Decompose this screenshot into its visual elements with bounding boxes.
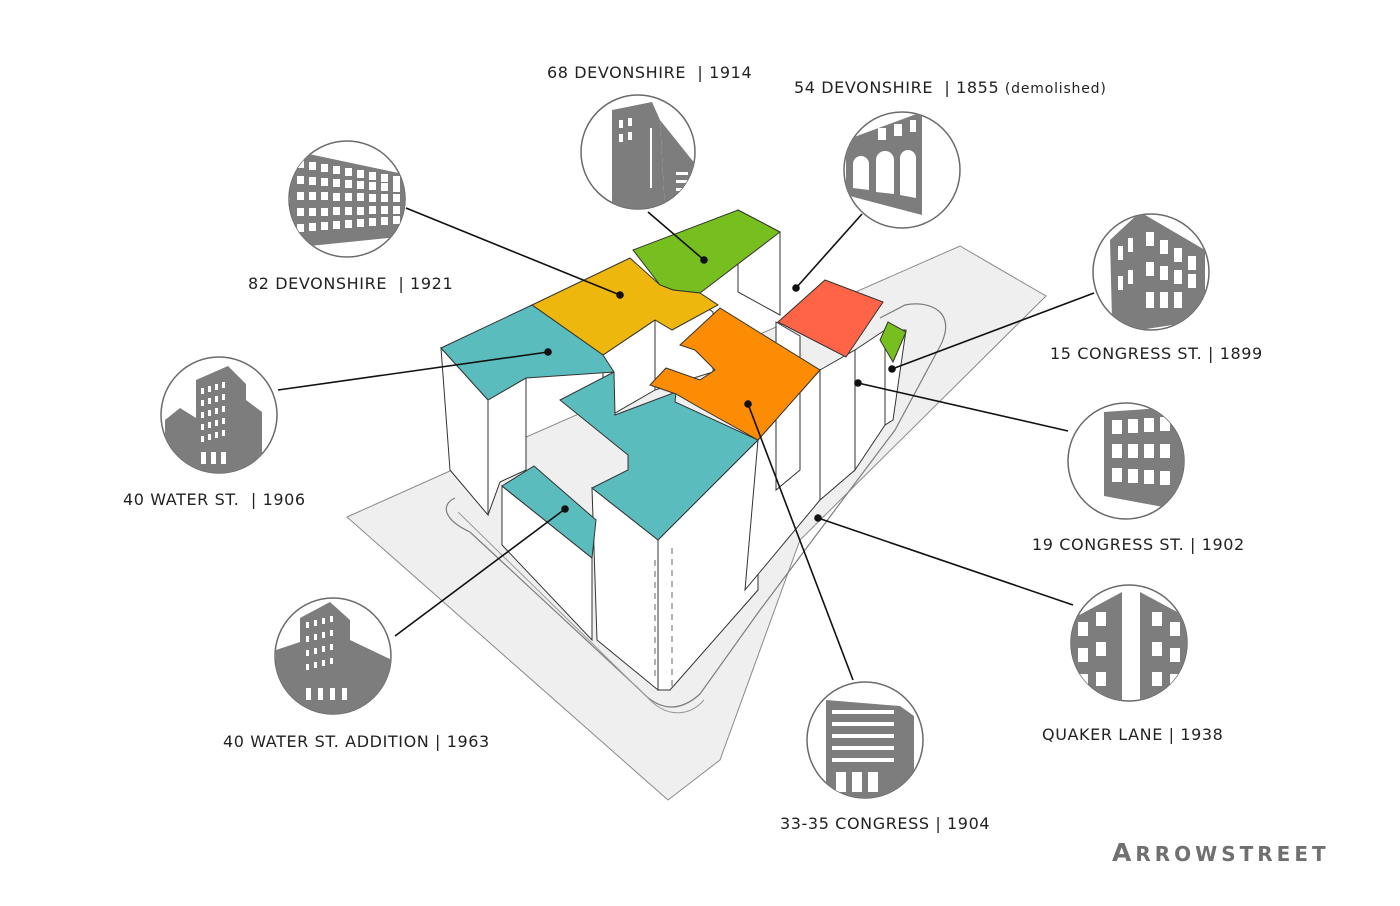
logo-rest: RROWSTREET (1135, 842, 1330, 866)
label-19-congress: 19 CONGRESS ST. | 1902 (1032, 535, 1245, 554)
logo-initial: A (1112, 838, 1136, 867)
roof-15-congress (879, 321, 907, 364)
tall-tower-icon (580, 94, 696, 210)
alley-view-icon (1070, 584, 1188, 702)
building-year: 1904 (947, 814, 991, 833)
building-name: QUAKER LANE (1042, 725, 1163, 744)
demolished-note: (demolished) (1004, 81, 1107, 97)
building-name: 54 DEVONSHIRE (794, 78, 934, 97)
sidewalk-curb (445, 303, 947, 708)
office-block-icon (806, 681, 924, 799)
highrise-addition-icon (274, 597, 392, 715)
building-name: 33-35 CONGRESS (780, 814, 930, 833)
building-year: 1938 (1180, 725, 1224, 744)
building-name: 40 WATER ST. (123, 490, 246, 509)
label-quaker-lane: QUAKER LANE | 1938 (1042, 725, 1224, 744)
grid-facade-icon (288, 140, 406, 258)
building-year: 1921 (410, 274, 454, 293)
leader-lines (277, 207, 1095, 681)
building-year: 1963 (446, 732, 490, 751)
roof-82-devonshire (531, 257, 719, 356)
label-40-water-addition: 40 WATER ST. ADDITION | 1963 (223, 732, 490, 751)
roof-54-devonshire (777, 279, 884, 358)
building-year: 1899 (1219, 344, 1263, 363)
roof-33-35-congress (649, 307, 821, 441)
building-massing (440, 209, 907, 692)
arrowstreet-logo: ARROWSTREET (1112, 838, 1330, 867)
building-name: 82 DEVONSHIRE (248, 274, 388, 293)
building-year: 1914 (709, 63, 753, 82)
building-name: 19 CONGRESS ST. (1032, 535, 1185, 554)
building-name: 68 DEVONSHIRE (547, 63, 687, 82)
arched-facade-icon (843, 111, 961, 229)
building-year: 1855 (956, 78, 1000, 97)
roof-40-water-addition (501, 465, 597, 559)
label-15-congress: 15 CONGRESS ST. | 1899 (1050, 344, 1263, 363)
label-54-devonshire: 54 DEVONSHIRE | 1855 (demolished) (794, 78, 1107, 97)
building-name: 15 CONGRESS ST. (1050, 344, 1203, 363)
roof-40-water-st (440, 304, 759, 541)
corner-building-icon (1092, 213, 1210, 331)
highrise-icon (160, 356, 278, 474)
label-33-35-congress: 33-35 CONGRESS | 1904 (780, 814, 991, 833)
label-68-devonshire: 68 DEVONSHIRE | 1914 (547, 63, 753, 82)
sidewalk-edge (457, 511, 705, 714)
building-year: 1906 (262, 490, 306, 509)
label-82-devonshire: 82 DEVONSHIRE | 1921 (248, 274, 454, 293)
window-grid-icon (1067, 402, 1185, 520)
label-40-water: 40 WATER ST. | 1906 (123, 490, 306, 509)
building-year: 1902 (1201, 535, 1245, 554)
building-name: 40 WATER ST. ADDITION (223, 732, 430, 751)
